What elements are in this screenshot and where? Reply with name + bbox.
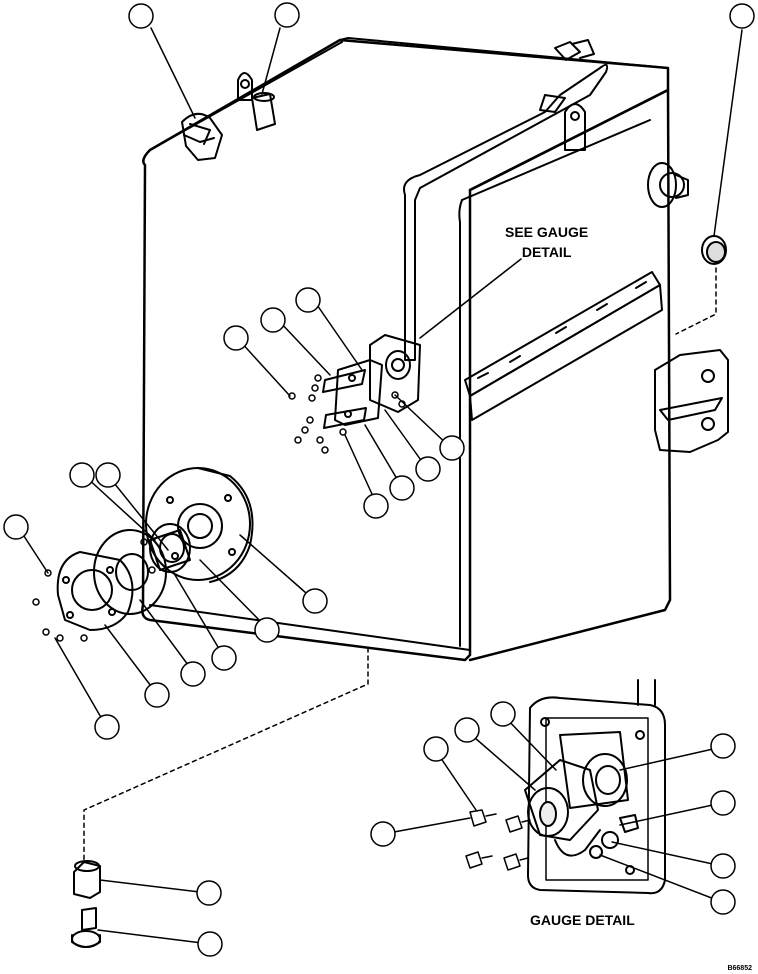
callout-balloon <box>710 853 736 879</box>
side-cap <box>701 235 727 265</box>
fill-pipe <box>403 63 609 361</box>
callout-balloon <box>302 588 328 614</box>
see-gauge-line2: DETAIL <box>521 244 572 260</box>
callout-balloon <box>729 3 755 29</box>
callout-balloon <box>415 456 441 482</box>
callout-balloon <box>363 493 389 519</box>
callout-balloon <box>295 287 321 313</box>
gauge-detail-title: GAUGE DETAIL <box>530 912 635 928</box>
callout-balloon <box>95 462 121 488</box>
sight-port <box>647 162 689 208</box>
flange-bolts <box>32 538 156 642</box>
callout-balloon <box>370 821 396 847</box>
callout-balloon <box>211 645 237 671</box>
see-gauge-detail-note: SEE GAUGE DETAIL <box>505 222 588 262</box>
dashed-leaders <box>83 267 717 861</box>
callout-balloon <box>710 733 736 759</box>
lifting-eye-left <box>237 72 253 101</box>
adapter-ring <box>149 523 191 573</box>
breather-cap <box>181 112 223 161</box>
callout-balloon <box>196 880 222 906</box>
top-fitting <box>554 39 595 61</box>
drain-nut <box>73 860 101 899</box>
callout-balloon <box>94 714 120 740</box>
drain-plug <box>71 907 101 948</box>
end-flange <box>56 551 134 631</box>
callout-balloon <box>389 475 415 501</box>
callout-balloon <box>490 701 516 727</box>
callout-balloon <box>423 736 449 762</box>
suction-flange <box>145 467 254 583</box>
callout-balloon <box>180 661 206 687</box>
gauge-detail-drawing <box>524 679 666 895</box>
gauge-mount <box>369 334 421 413</box>
cover-plate <box>322 359 383 429</box>
top-plug <box>251 92 276 131</box>
see-gauge-line1: SEE GAUGE <box>505 224 589 240</box>
callout-balloon <box>439 435 465 461</box>
callout-balloon <box>710 790 736 816</box>
callout-leaders <box>19 27 743 945</box>
callout-balloon <box>128 3 154 29</box>
lifting-eye-right <box>564 103 586 151</box>
callout-balloon <box>197 931 223 957</box>
mount-bracket <box>654 349 729 453</box>
gauge-detail-bolts <box>465 809 531 871</box>
callout-balloons <box>3 2 755 957</box>
callout-balloon <box>710 889 736 915</box>
callout-balloon <box>454 717 480 743</box>
callout-balloon <box>3 514 29 540</box>
callout-balloon <box>274 2 300 28</box>
callout-balloon <box>254 617 280 643</box>
callout-balloon <box>223 325 249 351</box>
callout-balloon <box>144 682 170 708</box>
gasket-ring <box>93 529 167 615</box>
drawing-number: B66852 <box>727 965 752 972</box>
rail-strip <box>464 271 663 421</box>
tank-body <box>141 37 672 662</box>
callout-balloon <box>260 307 286 333</box>
cover-hardware <box>288 374 406 454</box>
callout-balloon <box>69 462 95 488</box>
